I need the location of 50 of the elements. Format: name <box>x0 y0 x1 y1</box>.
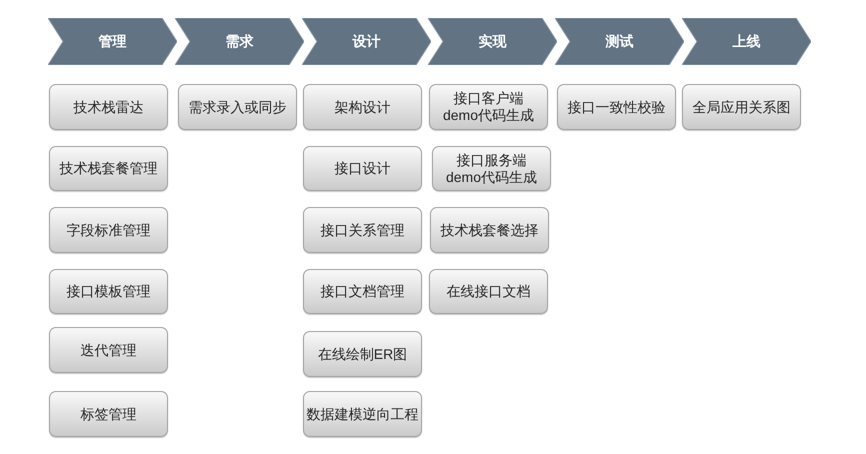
phase-title: 需求 <box>226 32 254 50</box>
feature-box <box>303 331 422 377</box>
phase-title: 设计 <box>352 32 380 50</box>
feature-label: 接口模板管理 <box>66 283 150 300</box>
feature-box <box>49 84 168 130</box>
feature-label: 在线接口文档 <box>446 283 530 300</box>
feature-label: 接口客户端demo代码生成 <box>442 90 536 124</box>
feature-box <box>49 269 168 314</box>
feature-label: 技术栈套餐管理 <box>60 160 158 177</box>
feature-box <box>303 146 422 191</box>
feature-box <box>49 391 168 437</box>
phase-banner <box>682 18 811 65</box>
phase-banner <box>48 18 177 65</box>
feature-label: 接口设计 <box>334 160 390 177</box>
feature-label: 数据建模逆向工程 <box>306 406 418 422</box>
feature-label: 字段标准管理 <box>66 222 150 238</box>
feature-box <box>303 207 422 253</box>
feature-box <box>429 269 548 314</box>
feature-label: 需求录入或同步 <box>188 98 286 116</box>
feature-label: 标签管理 <box>80 406 136 422</box>
feature-label: 技术栈雷达 <box>74 98 144 116</box>
feature-box <box>430 207 549 253</box>
phase-title: 管理 <box>98 32 126 50</box>
phase-title: 上线 <box>732 32 760 50</box>
phase-title: 测试 <box>606 32 634 50</box>
feature-box <box>432 146 551 191</box>
feature-box <box>429 84 548 130</box>
feature-label: 接口文档管理 <box>320 283 404 300</box>
feature-label: 架构设计 <box>334 98 390 116</box>
feature-box <box>303 391 422 437</box>
phase-banner <box>175 18 304 65</box>
phase-banner <box>555 18 684 65</box>
feature-box <box>557 84 676 130</box>
phase-banner <box>428 18 557 65</box>
feature-label: 接口服务端demo代码生成 <box>444 152 538 186</box>
feature-box <box>178 84 297 130</box>
feature-label: 迭代管理 <box>80 342 136 358</box>
feature-label: 接口一致性校验 <box>568 98 666 116</box>
feature-box <box>303 84 422 130</box>
phase-title: 实现 <box>478 32 506 50</box>
feature-box <box>49 207 168 253</box>
phase-banner <box>302 18 431 65</box>
feature-label: 技术栈套餐选择 <box>440 222 538 238</box>
feature-label: 在线绘制ER图 <box>318 346 408 362</box>
feature-label: 接口关系管理 <box>320 222 404 238</box>
feature-label: 全局应用关系图 <box>692 98 790 116</box>
feature-box <box>49 146 168 191</box>
feature-box <box>49 327 168 373</box>
feature-box <box>303 269 422 314</box>
feature-box <box>682 84 801 130</box>
